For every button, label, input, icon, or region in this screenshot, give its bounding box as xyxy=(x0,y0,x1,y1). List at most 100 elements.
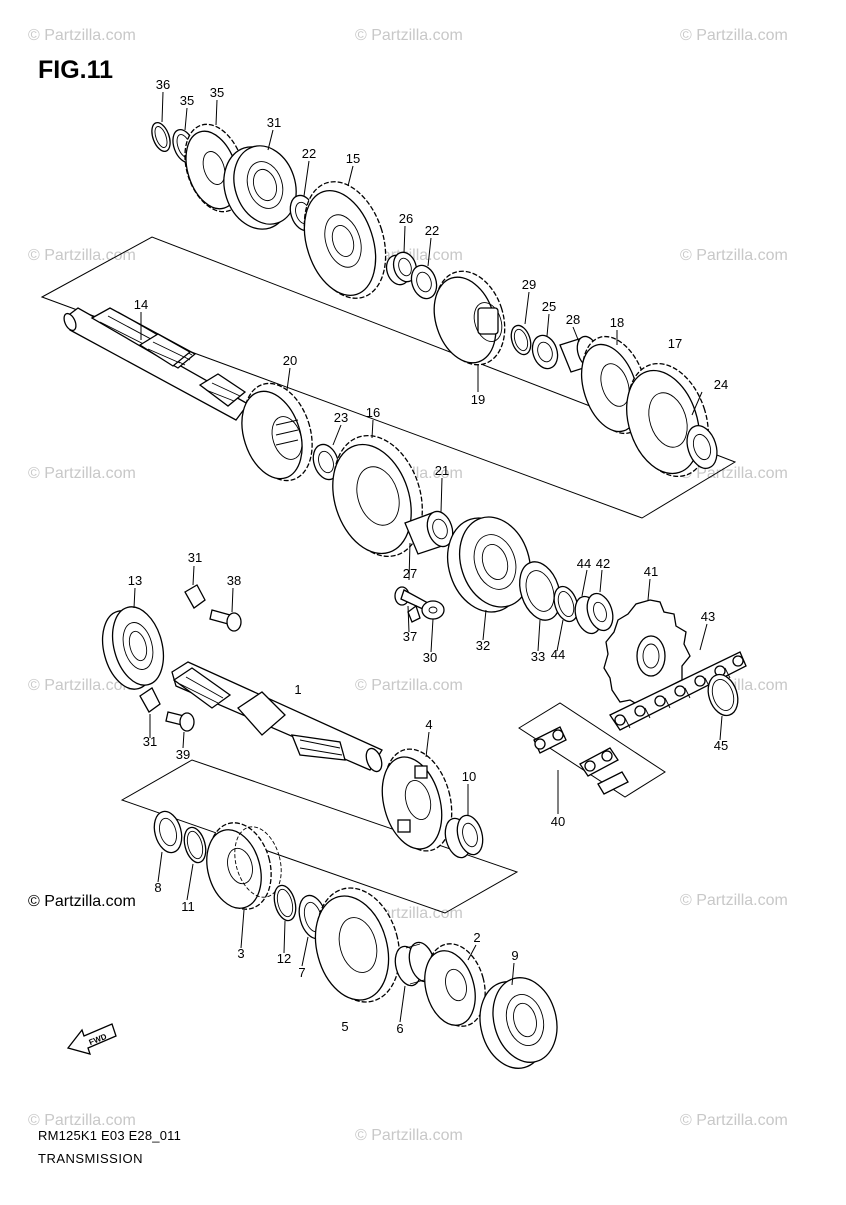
callout-13: 13 xyxy=(128,573,142,588)
part-30-washer xyxy=(421,600,445,620)
callout-25: 25 xyxy=(542,299,556,314)
driveshaft-group-box xyxy=(40,236,737,519)
callout-22: 22 xyxy=(425,223,439,238)
copyright-notice: © Partzilla.com xyxy=(28,893,136,910)
part-33-bearing xyxy=(447,516,531,613)
part-34-oil-seal xyxy=(519,561,561,621)
part-8-washer xyxy=(153,810,183,854)
callout-7: 7 xyxy=(298,965,305,980)
callout-41: 42 xyxy=(596,556,610,571)
part-22-washer xyxy=(410,264,438,300)
part-43-chain-joint xyxy=(533,726,629,795)
callout-32: 31 xyxy=(267,115,281,130)
callout-11: 11 xyxy=(181,899,195,914)
part-16-gear xyxy=(332,434,423,558)
callout-29: 29 xyxy=(522,277,536,292)
callout-45: 45 xyxy=(714,738,728,753)
watermark: © Partzilla.com xyxy=(28,1112,136,1129)
callout-16: 16 xyxy=(366,405,380,420)
part-29-circlip xyxy=(510,324,532,356)
part-45-circlip xyxy=(707,673,739,717)
callout-21: 21 xyxy=(435,463,449,478)
callout-28: 28 xyxy=(566,312,580,327)
part-12-circlip xyxy=(273,884,297,922)
callout-6: 6 xyxy=(396,1021,403,1036)
watermark: © Partzilla.com xyxy=(680,1112,788,1129)
callout-31: 31 xyxy=(143,734,157,749)
watermark: © Partzilla.com xyxy=(355,677,463,694)
callout-31: 31 xyxy=(188,550,202,565)
callout-42: 43 xyxy=(701,609,715,624)
callout-15: 15 xyxy=(346,151,360,166)
callout-4: 4 xyxy=(425,717,432,732)
part-10-bushing xyxy=(444,814,484,859)
callout-24: 24 xyxy=(714,377,728,392)
watermark: © Partzilla.com xyxy=(28,27,136,44)
watermark: © Partzilla.com xyxy=(28,247,136,264)
callout-12: 12 xyxy=(277,951,291,966)
part-labels: 36 35 35 31 22 15 26 22 29 25 28 18 17 2… xyxy=(128,77,728,1036)
callout-44: 44 xyxy=(551,647,565,662)
forward-arrow-icon: FWD xyxy=(66,1023,117,1055)
callout-8: 8 xyxy=(154,880,161,895)
callout-44: 44 xyxy=(577,556,591,571)
callout-30: 30 xyxy=(423,650,437,665)
watermark: © Partzilla.com xyxy=(680,27,788,44)
callout-34: 33 xyxy=(531,649,545,664)
part-1-countershaft xyxy=(171,661,383,773)
callout-40: 41 xyxy=(644,564,658,579)
callout-37: 35 xyxy=(210,85,224,100)
callout-9: 9 xyxy=(511,948,518,963)
part-6-needle-bearing xyxy=(394,941,436,987)
watermark: © Partzilla.com xyxy=(680,465,788,482)
callout-38: 35 xyxy=(180,93,194,108)
part-3-gear xyxy=(206,822,282,910)
countershaft-group-box xyxy=(120,759,519,914)
callout-3: 3 xyxy=(237,946,244,961)
part-20-gear xyxy=(241,382,313,482)
leader-lines xyxy=(133,91,723,1023)
part-31-plate xyxy=(139,687,161,713)
part-17-gear xyxy=(626,362,709,478)
part-32-bearing xyxy=(223,145,297,230)
part-26-bushing xyxy=(385,251,418,286)
callout-35: 39 xyxy=(176,747,190,762)
part-31-plate xyxy=(184,584,206,609)
watermark: © Partzilla.com xyxy=(680,892,788,909)
callout-19: 19 xyxy=(471,392,485,407)
part-24-washer xyxy=(686,424,718,470)
callout-1: 1 xyxy=(294,682,301,697)
watermark: © Partzilla.com xyxy=(28,465,136,482)
callout-33: 32 xyxy=(476,638,490,653)
callout-36: 37 xyxy=(403,629,417,644)
watermark: © Partzilla.com xyxy=(355,1127,463,1144)
part-44-o-ring xyxy=(553,585,579,623)
part-4-gear xyxy=(381,748,453,852)
part-40-sprocket xyxy=(603,599,691,707)
callout-35: 38 xyxy=(227,573,241,588)
callout-20: 20 xyxy=(283,353,297,368)
callout-14: 14 xyxy=(134,297,148,312)
figure-title: FIG.11 xyxy=(38,56,114,84)
watermark-layer: © Partzilla.com © Partzilla.com © Partzi… xyxy=(28,27,788,1144)
part-35-bolt xyxy=(165,711,195,732)
part-13-bearing xyxy=(101,606,165,690)
callout-10: 10 xyxy=(462,769,476,784)
model-code: RM125K1 E03 E28_011 xyxy=(38,1128,182,1143)
part-36-plate xyxy=(407,604,421,623)
callout-27: 27 xyxy=(403,566,417,581)
callout-2: 2 xyxy=(473,930,480,945)
callout-18: 18 xyxy=(610,315,624,330)
part-5-gear xyxy=(314,887,401,1003)
watermark: © Partzilla.com xyxy=(355,27,463,44)
callout-39: 36 xyxy=(156,77,170,92)
callout-23: 23 xyxy=(334,410,348,425)
part-9-bearing xyxy=(479,977,558,1069)
figure-caption: TRANSMISSION xyxy=(38,1151,143,1166)
part-21-collar xyxy=(404,510,454,555)
part-25-washer xyxy=(531,334,559,370)
part-11-circlip xyxy=(183,826,207,864)
callout-5: 5 xyxy=(341,1019,348,1034)
